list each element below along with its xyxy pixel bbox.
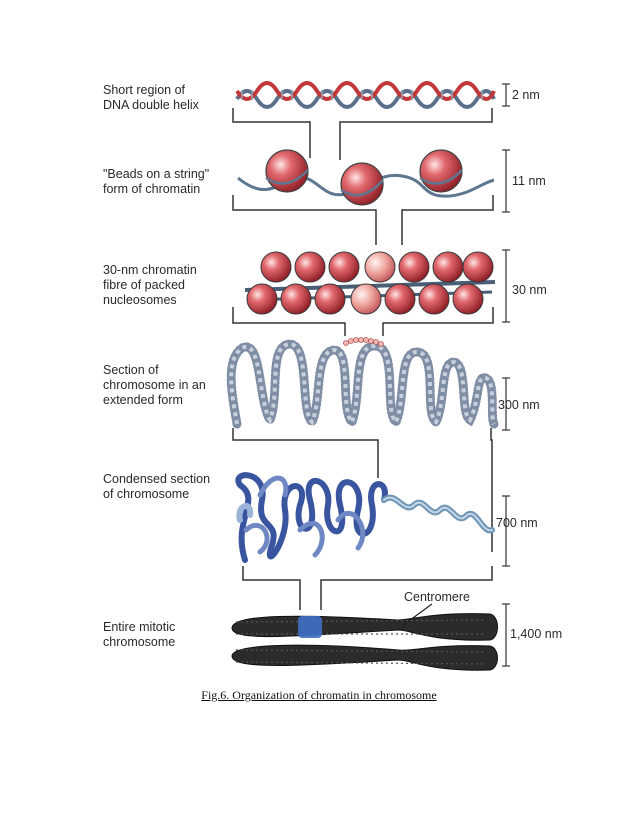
- beads-on-a-string: [237, 149, 495, 206]
- scale-label-700nm: 700 nm: [496, 516, 538, 530]
- level-label-beads-on-string: "Beads on a string" form of chromatin: [103, 167, 210, 196]
- nucleosome: [265, 149, 309, 193]
- nucleosome: [328, 251, 360, 283]
- nucleosome: [294, 251, 326, 283]
- nucleosome: [419, 149, 463, 193]
- dna-double-helix: [235, 81, 496, 109]
- scale-label-2nm: 2 nm: [512, 88, 540, 102]
- nucleosome: [280, 283, 312, 315]
- nucleosome: [350, 283, 382, 315]
- nucleosome: [384, 283, 416, 315]
- nucleosome: [314, 283, 346, 315]
- scale-label-300nm: 300 nm: [498, 398, 540, 412]
- nucleosome: [418, 283, 450, 315]
- condensed-chromosome-section: [235, 472, 495, 563]
- chromatin-fibre-30nm: [244, 251, 496, 315]
- scale-label-1400nm: 1,400 nm: [510, 627, 563, 641]
- scale-bars: [502, 83, 510, 667]
- nucleosome: [340, 162, 384, 206]
- nucleosome: [462, 251, 494, 283]
- nucleosome: [364, 251, 396, 283]
- nucleosome: [260, 251, 292, 283]
- mitotic-chromosome: [231, 603, 498, 671]
- level-label-mitotic-chromosome: Entire mitotic chromosome: [103, 620, 176, 649]
- connector-lines: [232, 108, 494, 610]
- level-label-30nm-fibre: 30-nm chromatin fibre of packed nucleoso…: [103, 263, 197, 307]
- figure-caption: Fig.6. Organization of chromatin in chro…: [201, 688, 437, 702]
- extended-chromosome-loops: [226, 337, 499, 431]
- centromere-label: Centromere: [404, 590, 470, 604]
- nucleosome: [398, 251, 430, 283]
- nucleosome: [246, 283, 278, 315]
- level-label-condensed-section: Condensed section of chromosome: [103, 472, 211, 501]
- nucleosome: [452, 283, 484, 315]
- nucleosome: [432, 251, 464, 283]
- level-label-extended-section: Section of chromosome in an extended for…: [103, 363, 206, 407]
- scale-label-11nm: 11 nm: [512, 174, 546, 188]
- level-label-dna-helix: Short region of DNA double helix: [103, 83, 199, 112]
- scale-label-30nm: 30 nm: [512, 283, 547, 297]
